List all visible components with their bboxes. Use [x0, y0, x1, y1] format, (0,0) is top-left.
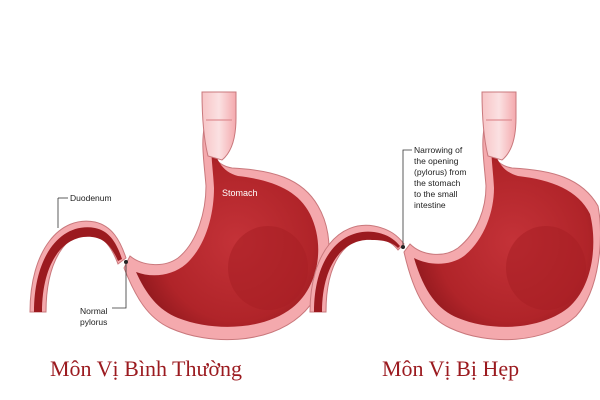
right-esophagus — [481, 91, 517, 161]
narrowing-label-line-6: intestine — [414, 200, 446, 210]
left-esophagus — [201, 91, 237, 161]
narrowing-label-line-4: the stomach — [414, 178, 461, 188]
narrowing-label-line-3: (pylorus) from — [414, 167, 466, 177]
pylorus-label-line-2: pylorus — [80, 317, 107, 327]
right-caption: Môn Vị Bị Hẹp — [382, 356, 519, 381]
duodenum-label: Duodenum — [70, 193, 112, 203]
pylorus-label-line-1: Normal — [80, 306, 108, 316]
right-labels: Narrowing of the opening (pylorus) from … — [402, 145, 466, 247]
narrowing-label-line-1: Narrowing of — [414, 145, 463, 155]
stomach-label: Stomach — [222, 188, 258, 198]
narrowing-label-line-2: the opening — [414, 156, 459, 166]
narrowing-label-line-5: to the small — [414, 189, 458, 199]
left-stomach-illustration — [29, 91, 330, 341]
left-labels: Duodenum Stomach Normal pylorus — [57, 188, 258, 327]
left-caption: Môn Vị Bình Thường — [50, 356, 242, 381]
right-stomach-illustration — [309, 91, 600, 341]
